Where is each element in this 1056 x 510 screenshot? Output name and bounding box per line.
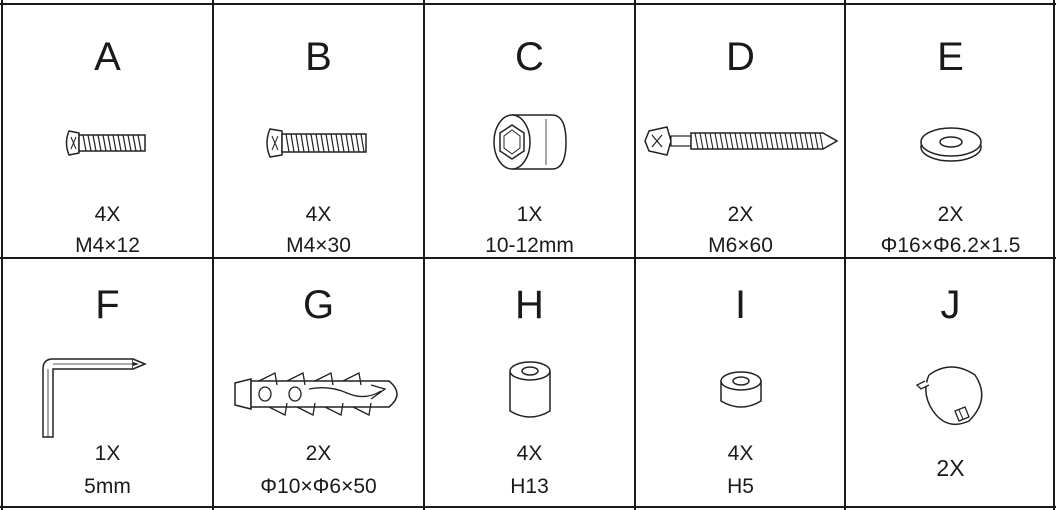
- table-border-right: [1053, 0, 1055, 510]
- part-letter: I: [734, 283, 747, 327]
- table-border-top: [0, 3, 1056, 5]
- part-letter: F: [95, 283, 120, 327]
- lag-bolt-icon: [636, 123, 845, 159]
- part-spec: H13: [510, 475, 549, 498]
- part-cell-a: A 4X M4×12: [3, 5, 212, 257]
- part-quantity: 2X: [936, 455, 965, 481]
- part-cell-i: I 4X H5: [636, 259, 845, 506]
- part-letter: B: [305, 35, 332, 79]
- short-spacer-icon: [636, 369, 845, 415]
- table-column-divider: [212, 0, 214, 510]
- part-spec: 5mm: [84, 475, 131, 498]
- part-cell-f: F 1X 5mm: [3, 259, 212, 506]
- part-spec: Φ16×Φ6.2×1.5: [880, 234, 1021, 257]
- part-quantity: 4X: [305, 203, 332, 226]
- part-spec: H5: [727, 475, 754, 498]
- table-column-divider: [634, 0, 636, 510]
- part-spec: M4×30: [286, 234, 351, 257]
- part-letter: H: [515, 283, 544, 327]
- flat-washer-icon: [846, 125, 1055, 165]
- part-quantity: 1X: [94, 442, 121, 465]
- allen-key-icon: [0, 355, 172, 445]
- hex-socket-icon: [425, 109, 634, 175]
- part-letter: C: [515, 35, 544, 79]
- part-spec: M6×60: [708, 234, 773, 257]
- tall-spacer-icon: [425, 359, 634, 423]
- part-spec: M4×12: [75, 234, 140, 257]
- part-spec: Φ10×Φ6×50: [260, 475, 377, 498]
- table-column-divider: [423, 0, 425, 510]
- table-row-divider: [0, 257, 1056, 259]
- part-quantity: 1X: [516, 203, 543, 226]
- short-pan-head-screw-icon: [3, 123, 212, 163]
- table-column-divider: [844, 0, 846, 510]
- part-cell-h: H 4X H13: [425, 259, 634, 506]
- table-border-bottom: [0, 506, 1056, 508]
- part-cell-b: B 4X M4×30: [214, 5, 423, 257]
- part-quantity: 4X: [727, 442, 754, 465]
- part-letter: E: [937, 35, 964, 79]
- part-cell-c: C 1X 10-12mm: [425, 5, 634, 257]
- part-cell-j: J 2X: [846, 259, 1055, 506]
- part-quantity: 2X: [937, 203, 964, 226]
- part-letter: J: [940, 283, 961, 327]
- long-pan-head-screw-icon: [214, 121, 423, 165]
- part-quantity: 2X: [305, 442, 332, 465]
- part-quantity: 4X: [516, 442, 543, 465]
- part-spec: 10-12mm: [485, 234, 574, 257]
- table-border-left: [1, 0, 3, 510]
- part-letter: A: [94, 35, 121, 79]
- part-quantity: 2X: [727, 203, 754, 226]
- part-cell-d: D 2X M6×60: [636, 5, 845, 257]
- part-cell-e: E 2X Φ16×Φ6.2×1.5: [846, 5, 1055, 257]
- wall-anchor-icon: [214, 371, 423, 417]
- part-quantity: 4X: [94, 203, 121, 226]
- part-cell-g: G 2X Φ10×Φ6×50: [214, 259, 423, 506]
- cover-cap-icon: [846, 359, 1055, 429]
- part-letter: D: [726, 35, 755, 79]
- part-letter: G: [302, 283, 335, 327]
